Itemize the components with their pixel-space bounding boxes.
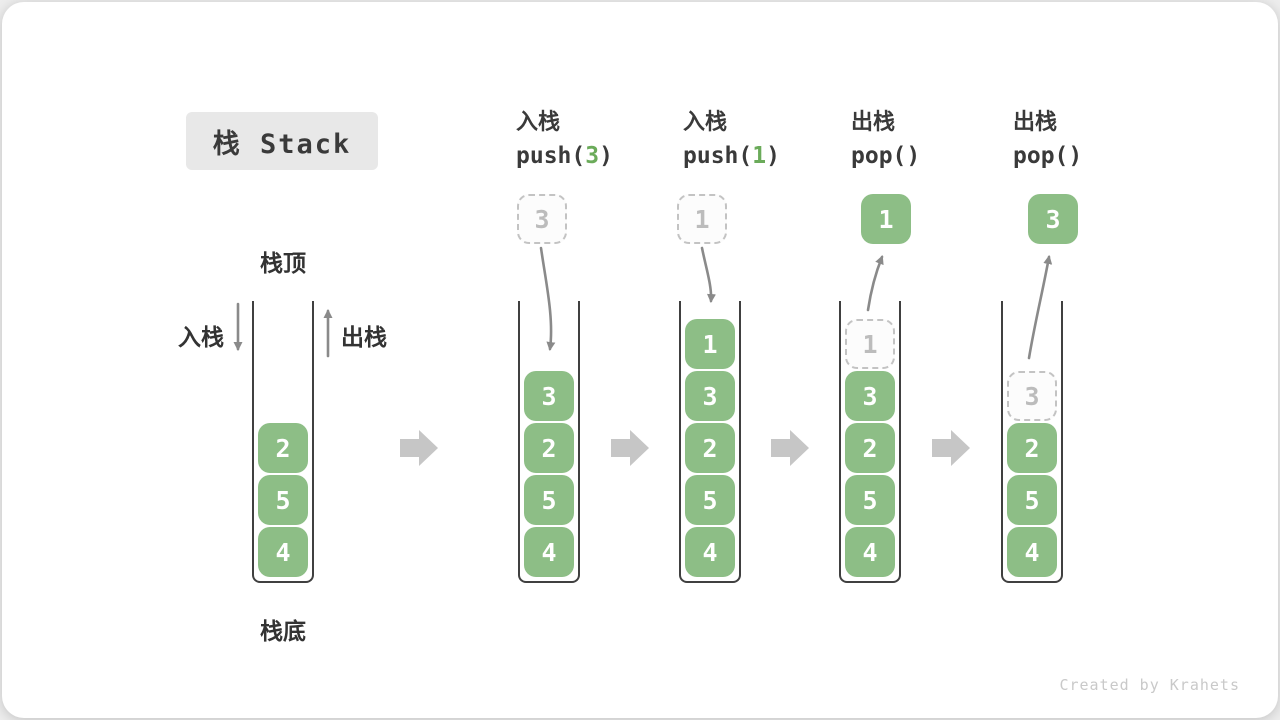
operation-label-pop1: 出栈 pop() xyxy=(851,104,920,169)
popped-block-3: 3 xyxy=(1028,194,1078,244)
stack-block: 4 xyxy=(1007,527,1057,577)
operation-label-push3: 入栈 push(3) xyxy=(516,104,613,169)
code-close: ) xyxy=(906,143,921,169)
incoming-block-1: 1 xyxy=(677,194,727,244)
watermark: Created by Krahets xyxy=(1059,676,1240,694)
operation-name: 出栈 xyxy=(1013,110,1058,135)
popped-placeholder: 1 xyxy=(845,319,895,369)
stack-block: 3 xyxy=(524,371,574,421)
stack-block: 4 xyxy=(845,527,895,577)
operation-code: push(1) xyxy=(683,143,780,169)
stack-block: 5 xyxy=(845,475,895,525)
popped-block-1: 1 xyxy=(861,194,911,244)
stack-block: 3 xyxy=(685,371,735,421)
stack-block: 4 xyxy=(685,527,735,577)
pop-side-label: 出栈 xyxy=(341,325,387,351)
stack-container-1: 2 5 4 xyxy=(252,301,314,583)
stack-block: 5 xyxy=(258,475,308,525)
operation-name: 入栈 xyxy=(683,110,728,135)
stack-block: 2 xyxy=(845,423,895,473)
stack-block: 4 xyxy=(524,527,574,577)
stack-container-3: 1 3 2 5 4 xyxy=(679,301,741,583)
stack-top-label: 栈顶 xyxy=(260,251,306,277)
code-close: ) xyxy=(599,143,613,169)
push-side-label: 入栈 xyxy=(178,325,224,351)
stack-container-4: 1 3 2 5 4 xyxy=(839,301,901,583)
stack-container-5: 3 2 5 4 xyxy=(1001,301,1063,583)
code-fn: pop( xyxy=(851,143,907,169)
stack-block: 5 xyxy=(685,475,735,525)
operation-name: 入栈 xyxy=(516,110,561,135)
operation-code: pop() xyxy=(851,143,920,169)
operation-code: push(3) xyxy=(516,143,613,169)
diagram-title: 栈 Stack xyxy=(186,112,378,170)
stack-block: 2 xyxy=(524,423,574,473)
stack-bottom-label: 栈底 xyxy=(260,619,306,645)
operation-label-pop3: 出栈 pop() xyxy=(1013,104,1082,169)
stack-block: 2 xyxy=(258,423,308,473)
code-fn: push( xyxy=(516,143,586,169)
code-arg: 3 xyxy=(585,143,600,169)
stack-block: 4 xyxy=(258,527,308,577)
operation-name: 出栈 xyxy=(851,110,896,135)
stack-block: 3 xyxy=(845,371,895,421)
popped-placeholder: 3 xyxy=(1007,371,1057,421)
stack-block: 2 xyxy=(685,423,735,473)
incoming-block-3: 3 xyxy=(517,194,567,244)
operation-label-push1: 入栈 push(1) xyxy=(683,104,780,169)
stack-block: 5 xyxy=(1007,475,1057,525)
code-close: ) xyxy=(1068,143,1083,169)
stack-block: 5 xyxy=(524,475,574,525)
stack-block: 2 xyxy=(1007,423,1057,473)
code-fn: pop( xyxy=(1013,143,1069,169)
stack-block: 1 xyxy=(685,319,735,369)
code-fn: push( xyxy=(683,143,753,169)
code-close: ) xyxy=(766,143,780,169)
code-arg: 1 xyxy=(752,143,767,169)
stack-container-2: 3 2 5 4 xyxy=(518,301,580,583)
operation-code: pop() xyxy=(1013,143,1082,169)
